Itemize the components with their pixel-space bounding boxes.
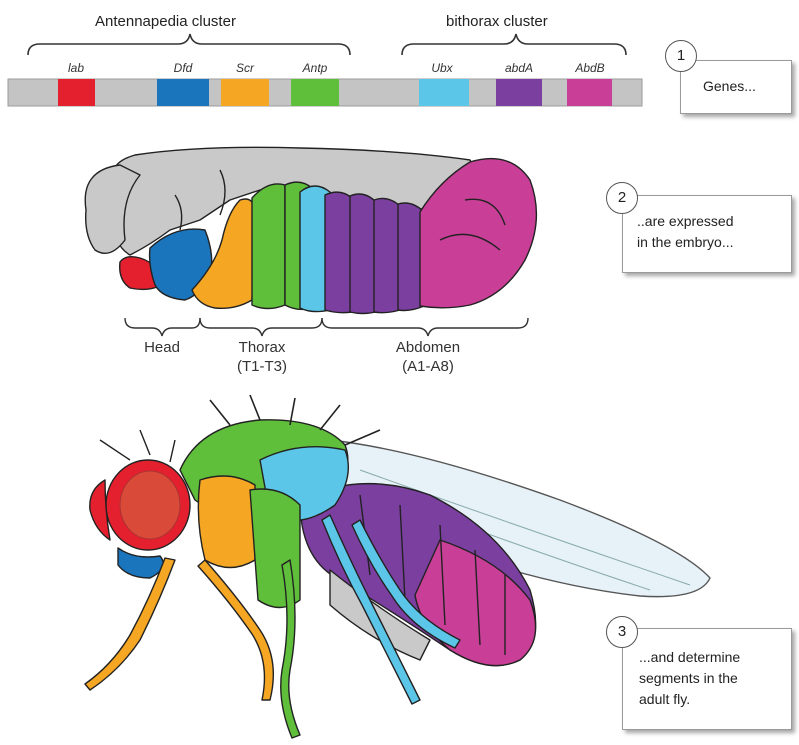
abdomen-label: Abdomen	[382, 338, 474, 357]
callout-3-text: ...and determine segments in the adult f…	[639, 647, 740, 710]
callout-3-line-3: adult fly.	[639, 689, 740, 710]
callout-3-line-1: ...and determine	[639, 647, 740, 668]
callout-number-3: 3	[606, 616, 638, 648]
callout-1-text: Genes...	[703, 76, 756, 97]
callout-box-3: ...and determine segments in the adult f…	[622, 628, 792, 730]
callout-box-2: ..are expressed in the embryo...	[622, 195, 792, 273]
callout-number-1: 1	[665, 40, 697, 72]
callout-2-text: ..are expressed in the embryo...	[637, 211, 734, 253]
head-label: Head	[144, 339, 180, 356]
thorax-sublabel: (T1-T3)	[220, 357, 304, 376]
callout-box-1: Genes...	[680, 60, 792, 114]
gene-box-ubx	[419, 79, 469, 106]
callout-2-line-1: ..are expressed	[637, 211, 734, 232]
embryo-illustration	[85, 147, 536, 313]
callout-2-line-2: in the embryo...	[637, 232, 734, 253]
bithorax-bracket	[402, 34, 626, 55]
gene-box-scr	[221, 79, 269, 106]
antennapedia-bracket	[28, 34, 350, 55]
callout-3-line-2: segments in the	[639, 668, 740, 689]
gene-box-lab	[58, 79, 95, 106]
adult-fly-illustration	[85, 395, 710, 738]
callout-number-2: 2	[606, 182, 638, 214]
abdomen-bracket	[322, 318, 528, 336]
fly-leg-front	[85, 558, 175, 690]
abdomen-sublabel: (A1-A8)	[382, 357, 474, 376]
gene-box-abdb	[567, 79, 612, 106]
thorax-bracket	[200, 318, 322, 336]
head-bracket	[125, 318, 200, 336]
gene-box-antp	[291, 79, 339, 106]
region-label-thorax: Thorax (T1-T3)	[220, 338, 304, 376]
gene-box-abda	[496, 79, 542, 106]
region-label-head: Head	[132, 338, 192, 357]
thorax-label: Thorax	[220, 338, 304, 357]
region-label-abdomen: Abdomen (A1-A8)	[382, 338, 474, 376]
gene-box-dfd	[157, 79, 209, 106]
